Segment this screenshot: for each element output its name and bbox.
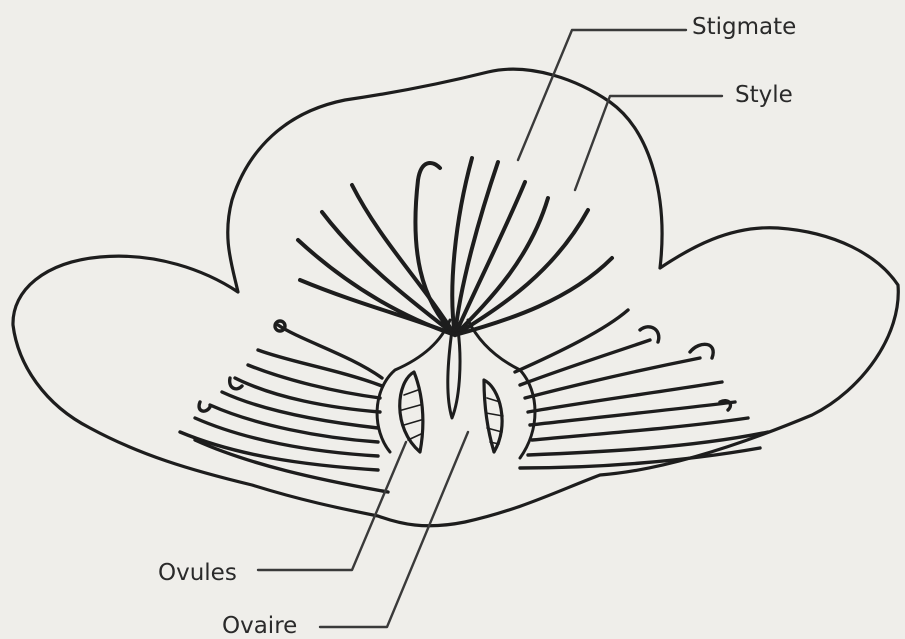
central-style bbox=[448, 330, 460, 418]
petal-outline bbox=[13, 69, 898, 526]
label-ovules: Ovules bbox=[158, 562, 237, 585]
ovule-left bbox=[400, 372, 423, 452]
column-left bbox=[377, 320, 450, 452]
leader-style bbox=[575, 96, 722, 190]
stamens-left bbox=[180, 321, 388, 492]
style-strands bbox=[298, 158, 612, 335]
label-stigmate: Stigmate bbox=[692, 16, 796, 39]
leader-ovaire bbox=[320, 432, 468, 627]
label-style: Style bbox=[735, 84, 793, 107]
ovule-right bbox=[484, 380, 503, 452]
label-ovaire: Ovaire bbox=[222, 615, 297, 638]
